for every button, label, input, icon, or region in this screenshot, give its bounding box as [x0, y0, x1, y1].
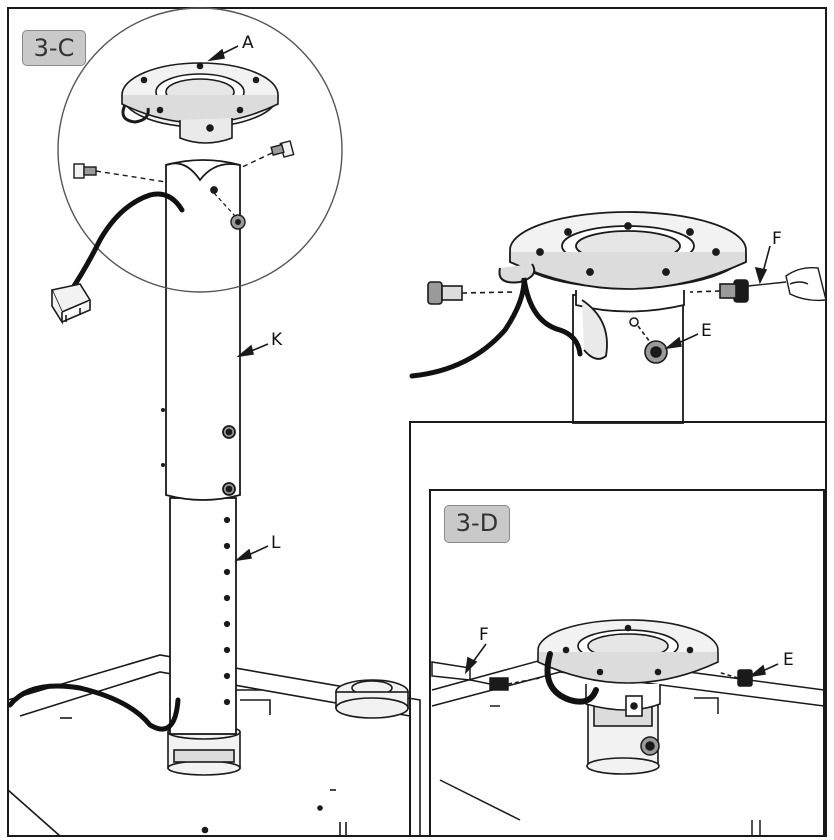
cable-bottom [7, 683, 181, 732]
callout-a: A [242, 33, 254, 53]
callout-f-bottom: F [479, 625, 489, 645]
bolt-3d-left [431, 661, 541, 691]
callout-l: L [271, 533, 281, 553]
panel-3d-outer-frame [409, 421, 826, 836]
callout-e-bottom: E [783, 650, 794, 670]
tool-f-top [747, 266, 827, 302]
callout-k: K [271, 330, 283, 350]
cable-top [67, 191, 185, 295]
step-badge-3d: 3-D [444, 505, 510, 543]
bolt-left [73, 163, 167, 183]
nut-3d [640, 736, 660, 756]
ceiling-plate-a [121, 62, 279, 144]
inner-tube-l [161, 408, 237, 735]
callout-e-top: E [701, 321, 712, 341]
bolt-3d-right [717, 669, 753, 687]
nut-detail [213, 192, 246, 230]
base-plate [7, 654, 421, 837]
bolt-detail-left [427, 281, 515, 305]
leader-arrows [207, 45, 779, 678]
outer-tube-k [165, 159, 241, 501]
cable-detail-top [409, 277, 583, 379]
step-badge-3c: 3-C [22, 30, 86, 66]
set-screw-upper [222, 425, 236, 439]
bolt-detail-right [689, 279, 749, 303]
cable-3d [544, 651, 599, 705]
mounted-pole-3d [537, 619, 719, 775]
callout-f-top: F [772, 229, 782, 249]
detail-circle [57, 7, 343, 293]
bolt-right [239, 140, 295, 169]
detail-plate-top [498, 211, 747, 424]
set-screw-lower [222, 482, 236, 496]
nut-e-top [629, 317, 668, 364]
cable-connector [50, 283, 92, 325]
